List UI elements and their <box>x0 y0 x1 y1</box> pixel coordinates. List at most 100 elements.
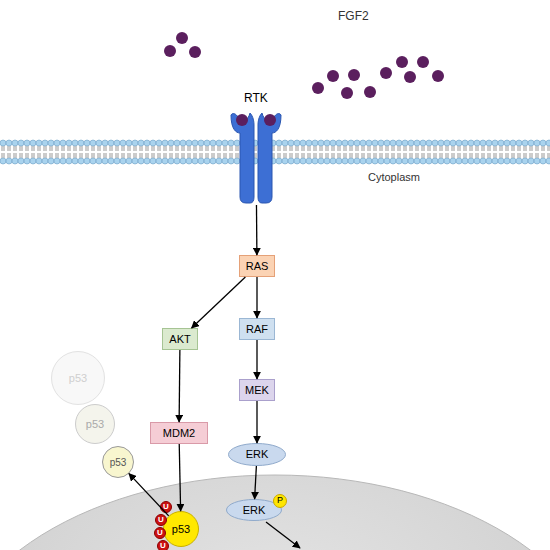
lipid-tail <box>80 153 81 158</box>
lipid-tail <box>382 146 383 151</box>
lipid-head <box>42 140 48 146</box>
lipid-tail <box>176 153 177 158</box>
text-label: FGF2 <box>338 9 369 23</box>
lipid-tail <box>206 146 207 151</box>
lipid-tail <box>548 146 549 151</box>
lipid-tail <box>148 146 149 151</box>
node-shape <box>274 495 287 508</box>
lipid-tail <box>140 153 141 158</box>
lipid-tail <box>284 153 285 158</box>
lipid-tail <box>460 146 461 151</box>
lipid-tail <box>548 153 549 158</box>
node-text: RAS <box>246 260 269 272</box>
lipid-head <box>498 140 504 146</box>
node-text: ERK <box>246 448 269 460</box>
lipid-tail <box>304 153 305 158</box>
ubiquitin-ball: U <box>160 501 172 513</box>
lipid-tail <box>280 146 281 151</box>
ubiquitin-ball: U <box>154 527 166 539</box>
lipid-tail <box>542 146 543 151</box>
lipid-head <box>378 158 384 164</box>
lipid-tail <box>334 153 335 158</box>
lipid-head <box>186 140 192 146</box>
lipid-tail <box>212 146 213 151</box>
lipid-tail <box>488 146 489 151</box>
lipid-head <box>72 158 78 164</box>
lipid-tail <box>520 153 521 158</box>
lipid-tail <box>112 153 113 158</box>
lipid-tail <box>464 153 465 158</box>
lipid-head <box>420 140 426 146</box>
node-text: RTK <box>244 92 268 105</box>
lipid-tail <box>104 146 105 151</box>
ligand-dot <box>236 114 248 126</box>
lipid-tail <box>46 153 47 158</box>
lipid-head <box>444 140 450 146</box>
signal-arrow <box>178 350 180 422</box>
lipid-head <box>366 140 372 146</box>
lipid-tail <box>158 153 159 158</box>
lipid-tail <box>10 146 11 151</box>
protein-box: RAS <box>239 255 275 277</box>
lipid-tail <box>124 153 125 158</box>
text-holder: RTK <box>228 92 284 205</box>
lipid-tail <box>58 153 59 158</box>
node-text: U <box>158 516 164 525</box>
lipid-head <box>78 158 84 164</box>
lipid-head <box>420 158 426 164</box>
lipid-tail <box>256 153 257 158</box>
lipid-head <box>168 158 174 164</box>
lipid-tail <box>500 146 501 151</box>
lipid-tail <box>62 153 63 158</box>
lipid-tail <box>304 146 305 151</box>
lipid-tail <box>56 153 57 158</box>
lipid-tail <box>134 146 135 151</box>
lipid-tail <box>518 146 519 151</box>
lipid-tail <box>4 146 5 151</box>
lipid-head <box>288 158 294 164</box>
node-shape <box>161 502 172 513</box>
lipid-tail <box>124 146 125 151</box>
lipid-tail <box>136 153 137 158</box>
ligand-dot <box>380 67 392 79</box>
lipid-head <box>198 140 204 146</box>
lipid-head <box>18 158 24 164</box>
lipid-tail <box>128 146 129 151</box>
lipid-head <box>534 158 540 164</box>
lipid-head <box>408 158 414 164</box>
lipid-tail <box>220 146 221 151</box>
text-holder: MEK <box>240 380 274 400</box>
lipid-tail <box>394 146 395 151</box>
lipid-head <box>396 158 402 164</box>
lipid-head <box>450 140 456 146</box>
lipid-tail <box>470 153 471 158</box>
lipid-tail <box>284 146 285 151</box>
text-holder: p53 <box>51 351 105 405</box>
ligand-dot <box>364 86 376 98</box>
lipid-tail <box>82 153 83 158</box>
lipid-tail <box>508 153 509 158</box>
lipid-head <box>324 140 330 146</box>
lipid-head <box>546 158 550 164</box>
lipid-tail <box>148 153 149 158</box>
node-text: U <box>157 529 163 538</box>
lipid-head <box>540 158 546 164</box>
lipid-tail <box>308 146 309 151</box>
lipid-tail <box>34 146 35 151</box>
lipid-head <box>372 140 378 146</box>
lipid-tail <box>368 146 369 151</box>
faded-p53: p53 <box>51 351 105 405</box>
text-holder: AKT <box>163 329 197 349</box>
lipid-head <box>390 158 396 164</box>
lipid-tail <box>338 153 339 158</box>
lipid-tail <box>152 146 153 151</box>
lipid-tail <box>256 146 257 151</box>
lipid-head <box>180 158 186 164</box>
lipid-tail <box>328 146 329 151</box>
lipid-head <box>216 158 222 164</box>
lipid-head <box>318 140 324 146</box>
lipid-head <box>372 158 378 164</box>
lipid-tail <box>446 146 447 151</box>
lipid-head <box>150 140 156 146</box>
